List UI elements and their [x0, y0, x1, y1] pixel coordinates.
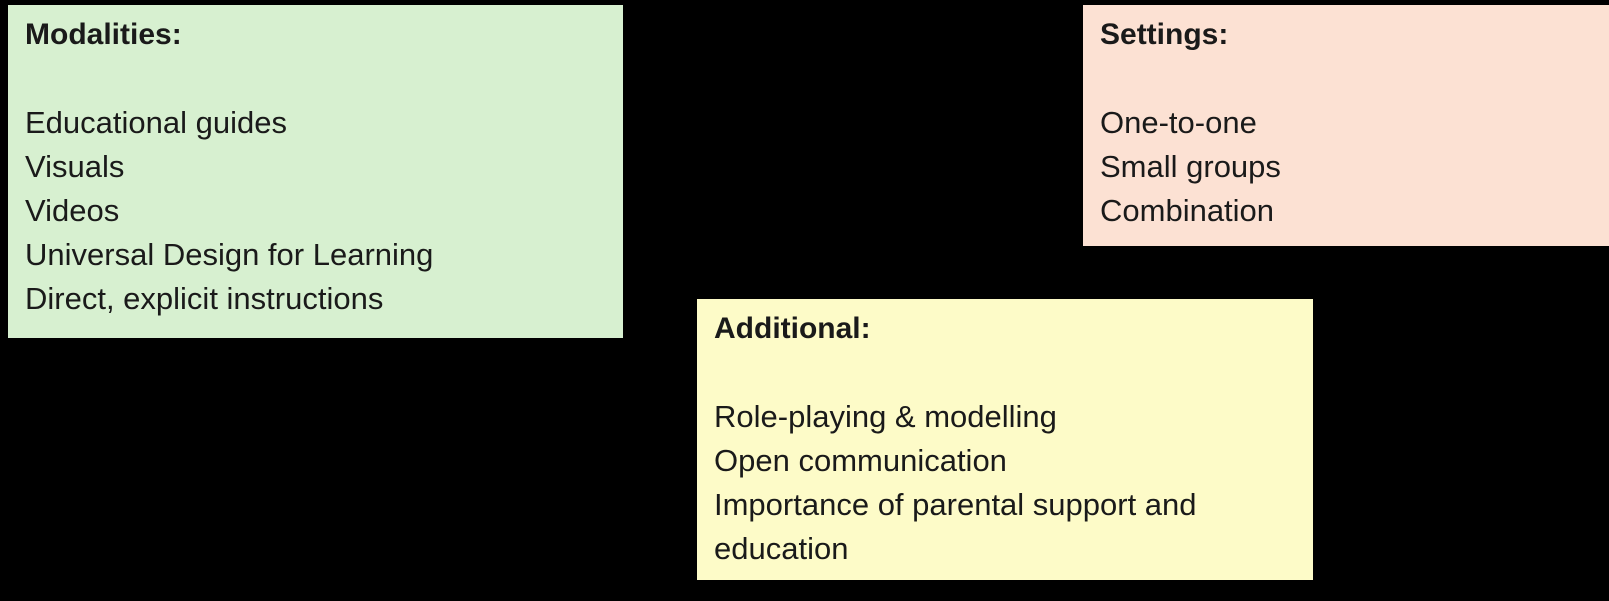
additional-title: Additional: [714, 312, 871, 345]
additional-item: Role-playing & modelling [714, 399, 1057, 434]
additional-item: Importance of parental support and educa… [714, 487, 1197, 566]
additional-box: Additional: Role-playing & modelling Ope… [697, 299, 1313, 580]
settings-item: Combination [1100, 193, 1275, 228]
settings-box: Settings: One-to-one Small groups Combin… [1083, 5, 1609, 246]
modalities-item: Educational guides [25, 105, 287, 140]
modalities-item: Direct, explicit instructions [25, 281, 384, 316]
modalities-item: Universal Design for Learning [25, 237, 434, 272]
blank-line [1100, 57, 1592, 101]
settings-title: Settings: [1100, 18, 1229, 51]
blank-line [714, 351, 1296, 395]
modalities-title: Modalities: [25, 18, 182, 51]
modalities-item: Videos [25, 193, 120, 228]
settings-item: Small groups [1100, 149, 1281, 184]
modalities-item: Visuals [25, 149, 125, 184]
settings-item: One-to-one [1100, 105, 1257, 140]
additional-item: Open communication [714, 443, 1007, 478]
blank-line [25, 57, 606, 101]
modalities-box: Modalities: Educational guides Visuals V… [8, 5, 623, 338]
